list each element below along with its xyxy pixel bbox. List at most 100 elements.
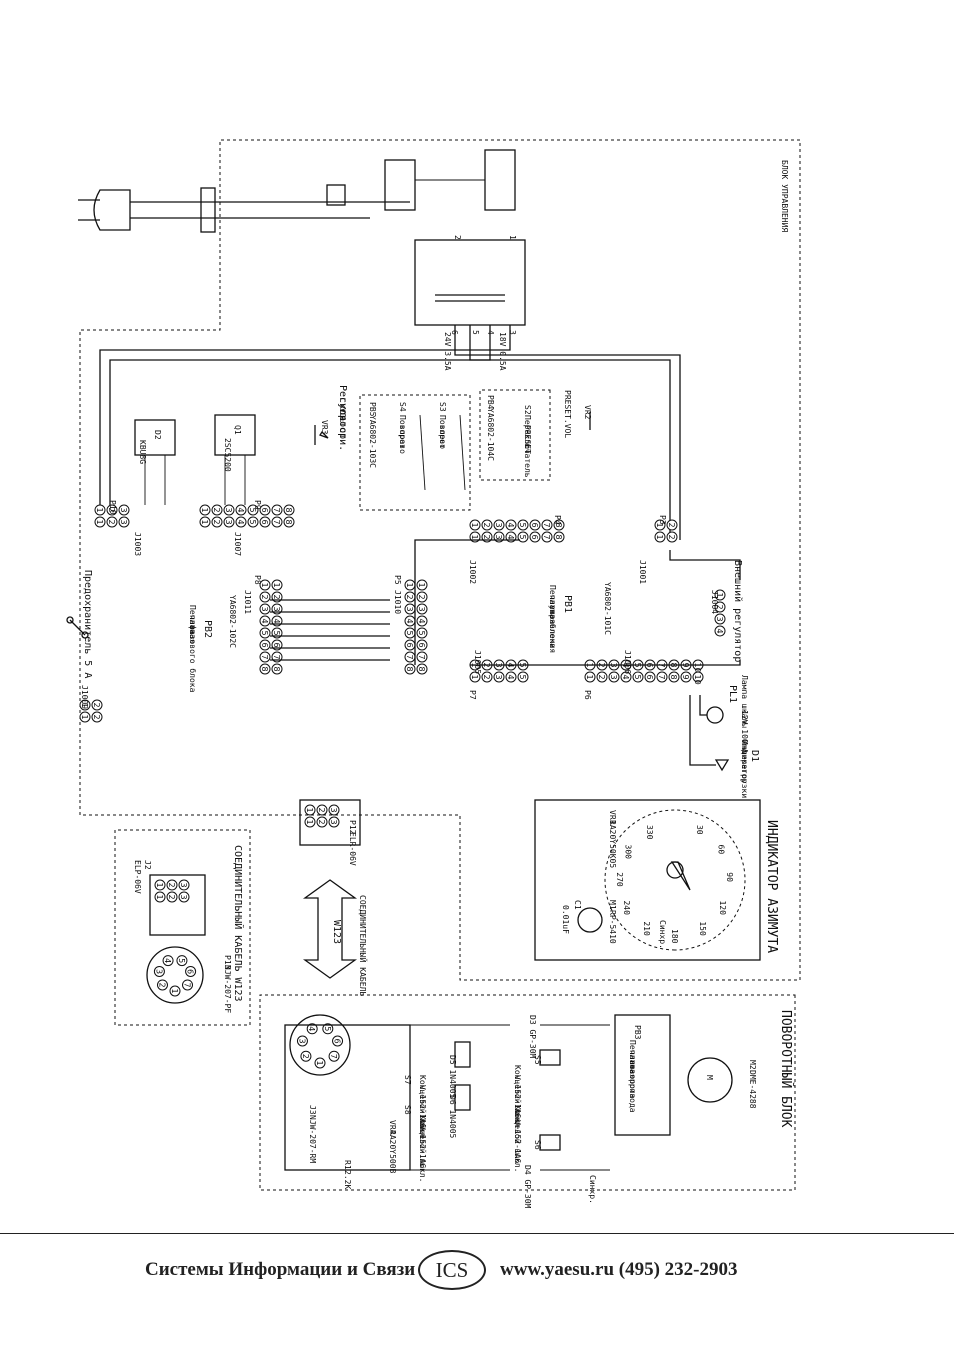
preset-vol-label: PRESET.VOL	[563, 390, 572, 438]
connector-pin-number: 1	[470, 535, 479, 540]
svg-text:M: M	[705, 1075, 714, 1080]
connector-pin-number: 2	[260, 595, 269, 600]
connector-pin	[259, 516, 271, 528]
svg-text:J1009: J1009	[80, 685, 89, 709]
connector-pin-number: 5	[518, 675, 527, 680]
connector-pin-number: 4	[260, 619, 269, 624]
connector-pin-number: 6	[260, 508, 269, 513]
ics-logo: ICS	[418, 1250, 486, 1290]
connector-pin-number: 1	[80, 703, 89, 708]
led-symbol	[714, 759, 730, 772]
svg-text:J2: J2	[143, 860, 152, 870]
connector-pin-number: 3	[179, 895, 188, 900]
connector-pin	[692, 671, 704, 683]
svg-text:PB5: PB5	[368, 402, 377, 417]
svg-text:2: 2	[453, 235, 462, 240]
connector-pin	[493, 671, 505, 683]
svg-text:P3: P3	[658, 515, 667, 525]
m2-label: M2	[748, 1060, 757, 1070]
round-connector-pin-number: 6	[333, 1038, 342, 1043]
c1-label: C1	[573, 900, 582, 910]
connector-pin-number: 1	[405, 583, 414, 588]
svg-text:V-152-1A6: V-152-1A6	[513, 1075, 522, 1119]
connector-pin-number: 6	[260, 643, 269, 648]
connector-pin	[259, 627, 271, 639]
connector-pin-number: 1	[417, 583, 426, 588]
round-connector-pin-number: 6	[186, 969, 195, 974]
connector-pin-number: 1	[305, 808, 314, 813]
vr1-label: VR1	[608, 810, 617, 825]
svg-text:J1001: J1001	[638, 560, 647, 584]
s5-label: S5	[533, 1055, 542, 1065]
connector-pin	[304, 804, 316, 816]
connector-pin-number: 3	[609, 675, 618, 680]
connector-pin	[328, 816, 340, 828]
connector-pin	[416, 603, 428, 615]
d4-label: D4 GP-30M	[523, 1165, 532, 1209]
connector-pin	[271, 579, 283, 591]
azimuth-dial	[604, 809, 746, 951]
s6-limit: Концевой выкл.	[513, 1105, 522, 1172]
svg-text:ELR-06V: ELR-06V	[348, 832, 357, 866]
connector-pin	[259, 603, 271, 615]
connector-pin	[416, 591, 428, 603]
page-footer: Системы Информации и Связи ICS www.yaesu…	[0, 1233, 954, 1313]
round-connector-pin	[185, 965, 197, 977]
connector-pin-number: 2	[482, 535, 491, 540]
cable-block-title: СОЕДИНИТЕЛЬНЫЙ КАБЕЛЬ W123	[232, 845, 245, 1002]
connector-pin-number: 2	[167, 895, 176, 900]
svg-text:J1011: J1011	[243, 590, 252, 614]
connector-pin-number: 5	[248, 508, 257, 513]
round-connector-pin-number: 7	[183, 982, 192, 987]
connector-pin-number: 7	[272, 520, 281, 525]
svg-text:P6: P6	[583, 690, 592, 700]
svg-text:плата: плата	[188, 615, 197, 639]
connector-pin-number: 1	[470, 675, 479, 680]
azimuth-sync: Синхр.	[658, 920, 667, 949]
connector-pin-number: 5	[405, 631, 414, 636]
azimuth-block-title: ИНДИКАТОР АЗИМУТА	[764, 820, 779, 953]
connector-pin-number: 10	[693, 675, 702, 685]
connector-pin-number: 2	[597, 675, 606, 680]
azimuth-degree-label: 240	[622, 900, 631, 915]
round-connector-pin	[300, 1050, 312, 1062]
svg-text:влево: влево	[438, 425, 447, 449]
connector-pin	[584, 671, 596, 683]
svg-text:V-152-1A6: V-152-1A6	[513, 1120, 522, 1164]
control-block-boundary	[79, 139, 801, 981]
line-filter-core	[200, 187, 216, 233]
connector-pin-number: 1	[95, 520, 104, 525]
connector-pin-number: 6	[530, 523, 539, 528]
connector-pin-number: 6	[417, 643, 426, 648]
svg-text:Переключатель: Переключатель	[523, 415, 532, 478]
connector-pin-number: 8	[554, 523, 563, 528]
connector-pin-number: 1	[305, 820, 314, 825]
connector-pin-number: 1	[272, 583, 281, 588]
lamp-symbol	[706, 706, 724, 724]
connector-pin-number: 2	[482, 675, 491, 680]
connector-pin-number: 8	[284, 508, 293, 513]
connector-pin	[714, 589, 726, 601]
connector-pin-number: 3	[224, 508, 233, 513]
connector-pin-number: 4	[272, 619, 281, 624]
connector-pin	[223, 504, 235, 516]
connector-pin-number: 4	[417, 619, 426, 624]
pb3-name: PB3	[633, 1025, 642, 1040]
connector-pin	[517, 519, 529, 531]
connector-pin-number: 5	[248, 520, 257, 525]
connector-pin	[211, 516, 223, 528]
svg-text:вправо: вправо	[398, 425, 407, 454]
connector-pin	[517, 671, 529, 683]
connector-pin	[668, 671, 680, 683]
connector-pin	[79, 711, 91, 723]
connector-pin-number: 8	[554, 535, 563, 540]
connector-pin	[211, 504, 223, 516]
azimuth-degree-label: 330	[645, 825, 654, 840]
svg-text:P7: P7	[468, 690, 477, 700]
connector-pin-number: 1	[470, 523, 479, 528]
connector-pin	[223, 516, 235, 528]
vr3-potentiometer	[314, 425, 329, 445]
